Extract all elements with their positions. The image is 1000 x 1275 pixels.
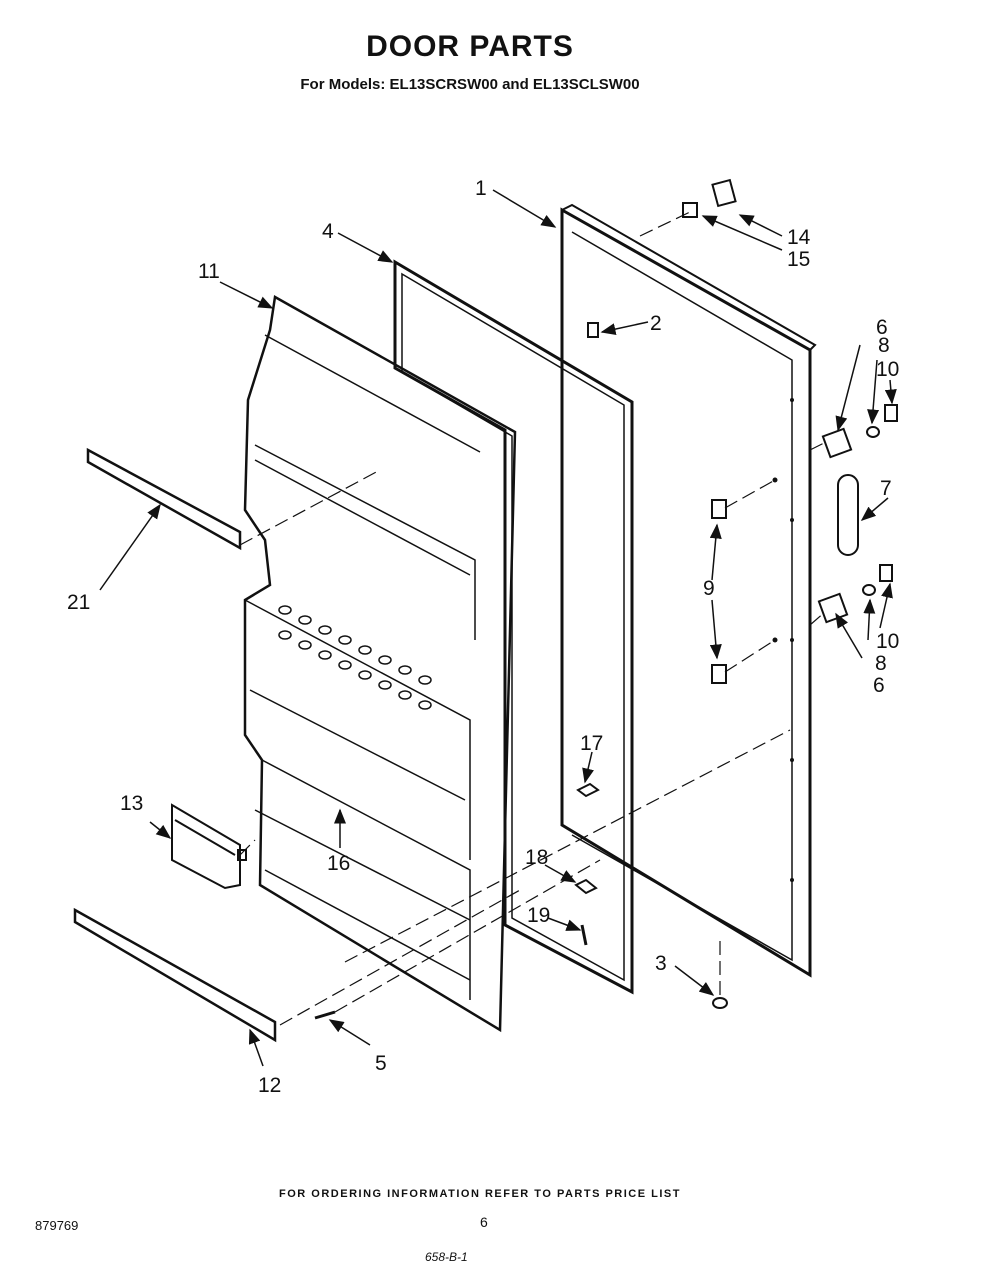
upper-trim-strip xyxy=(86,447,242,551)
callout-6a: 6 xyxy=(876,316,888,339)
panel-screw-holes xyxy=(772,398,794,882)
hinge-brackets xyxy=(711,499,727,684)
callout-15: 15 xyxy=(787,248,810,271)
lower-trim-strip xyxy=(73,907,277,1043)
callout-13: 13 xyxy=(120,792,143,815)
small-hardware xyxy=(314,178,737,1020)
callout-21: 21 xyxy=(67,591,90,614)
callout-9: 9 xyxy=(703,577,715,600)
door-outer-panel xyxy=(560,203,817,978)
callout-16: 16 xyxy=(327,852,350,875)
callout-3: 3 xyxy=(655,952,667,975)
callout-18: 18 xyxy=(525,846,548,869)
callout-6b: 6 xyxy=(873,674,885,697)
callout-5: 5 xyxy=(375,1052,387,1075)
callout-14: 14 xyxy=(787,226,811,249)
callout-1: 1 xyxy=(475,177,487,200)
model-subtitle: For Models: EL13SCRSW00 and EL13SCLSW00 xyxy=(300,76,640,93)
assembly-lines xyxy=(239,211,827,1026)
dairy-compartment-door xyxy=(171,803,247,890)
callout-10b: 10 xyxy=(876,630,899,653)
door-gasket xyxy=(393,259,634,995)
page-title: DOOR PARTS xyxy=(366,30,574,63)
callout-numbers: 1 2 3 4 5 6 6 7 8 8 9 10 10 11 12 13 14 … xyxy=(67,177,899,1097)
callout-7: 7 xyxy=(880,477,892,500)
callout-4: 4 xyxy=(322,220,334,243)
ordering-info-footer: FOR ORDERING INFORMATION REFER TO PARTS … xyxy=(279,1188,681,1200)
callout-19: 19 xyxy=(527,904,550,927)
callout-2: 2 xyxy=(650,312,662,335)
callout-12: 12 xyxy=(258,1074,281,1097)
callout-11: 11 xyxy=(198,260,220,283)
callout-8b: 8 xyxy=(875,652,887,675)
callout-17: 17 xyxy=(580,732,603,755)
egg-tray xyxy=(278,605,432,710)
page-number: 6 xyxy=(480,1214,488,1230)
callout-8a: 8 xyxy=(878,334,890,357)
callout-10a: 10 xyxy=(876,358,899,381)
diagram-code: 658-B-1 xyxy=(425,1250,468,1264)
door-liner xyxy=(243,295,517,1033)
document-number: 879769 xyxy=(35,1218,79,1233)
callout-leaders xyxy=(99,189,897,1067)
hinge-hardware xyxy=(817,404,898,624)
